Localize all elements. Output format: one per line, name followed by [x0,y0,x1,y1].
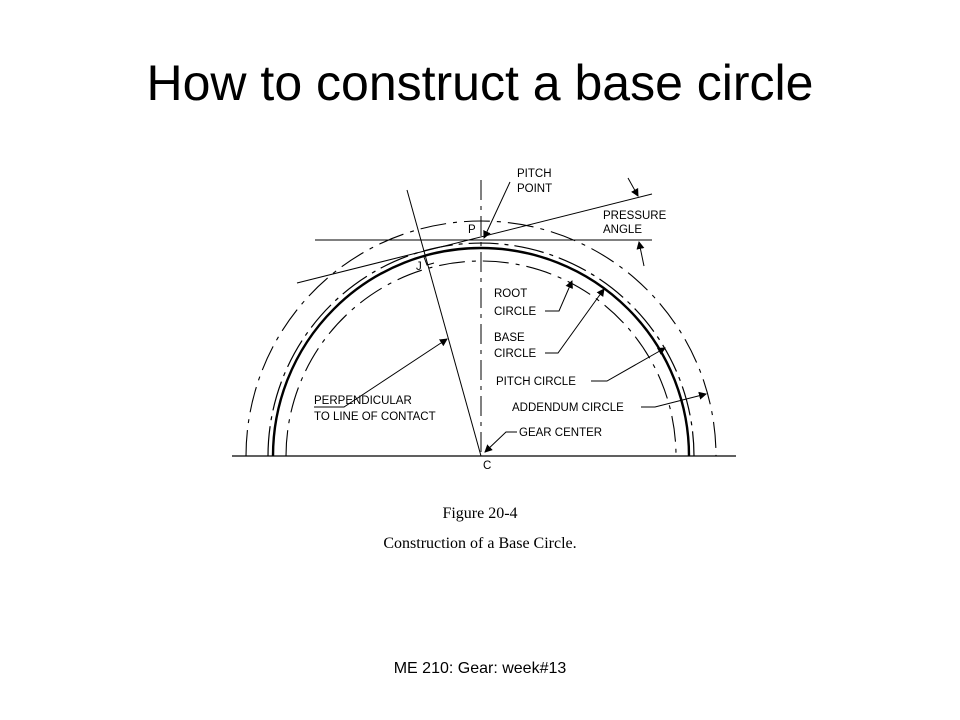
point-p-label: P [468,224,476,236]
pitch-point-label-line1: PITCH [517,168,552,180]
pressure-angle-label-line2: ANGLE [603,224,642,236]
addendum-circle-label: ADDENDUM CIRCLE [512,402,624,414]
figure-caption: Construction of a Base Circle. [383,535,577,552]
point-j-label: J [416,261,422,273]
pressure-angle-label-line1: PRESSURE [603,210,667,222]
pitch-circle-label: PITCH CIRCLE [496,376,576,388]
slide-footer: ME 210: Gear: week#13 [393,660,567,677]
base-circle-leader [545,288,605,354]
pitch-point-leader [483,181,511,239]
pitch-point-label-line2: POINT [517,183,552,195]
addendum-circle-leader [641,391,707,408]
perpendicular-leader [314,338,448,408]
figure-number: Figure 20-4 [442,505,518,522]
gear-center-leader [484,431,517,453]
slide-title: How to construct a base circle [146,55,814,111]
right-angle-mark [423,256,435,266]
perpendicular-label-line2: TO LINE OF CONTACT [314,411,436,423]
point-c-label: C [483,460,491,472]
perpendicular-line [406,189,482,457]
base-circle-label-line1: BASE [494,332,525,344]
pitch-circle-leader [591,347,666,382]
root-circle-leader [545,280,573,312]
root-circle-label-line2: CIRCLE [494,306,537,318]
pressure-angle-arrow-bottom [636,241,645,267]
base-circle-label-line2: CIRCLE [494,348,537,360]
line-of-contact [296,193,653,284]
root-circle [285,260,677,457]
perpendicular-label-line1: PERPENDICULAR [314,395,412,407]
root-circle-label-line1: ROOT [494,288,527,300]
base-circle [271,246,691,457]
gear-center-label: GEAR CENTER [519,427,602,439]
pressure-angle-arrow-top [627,177,639,197]
